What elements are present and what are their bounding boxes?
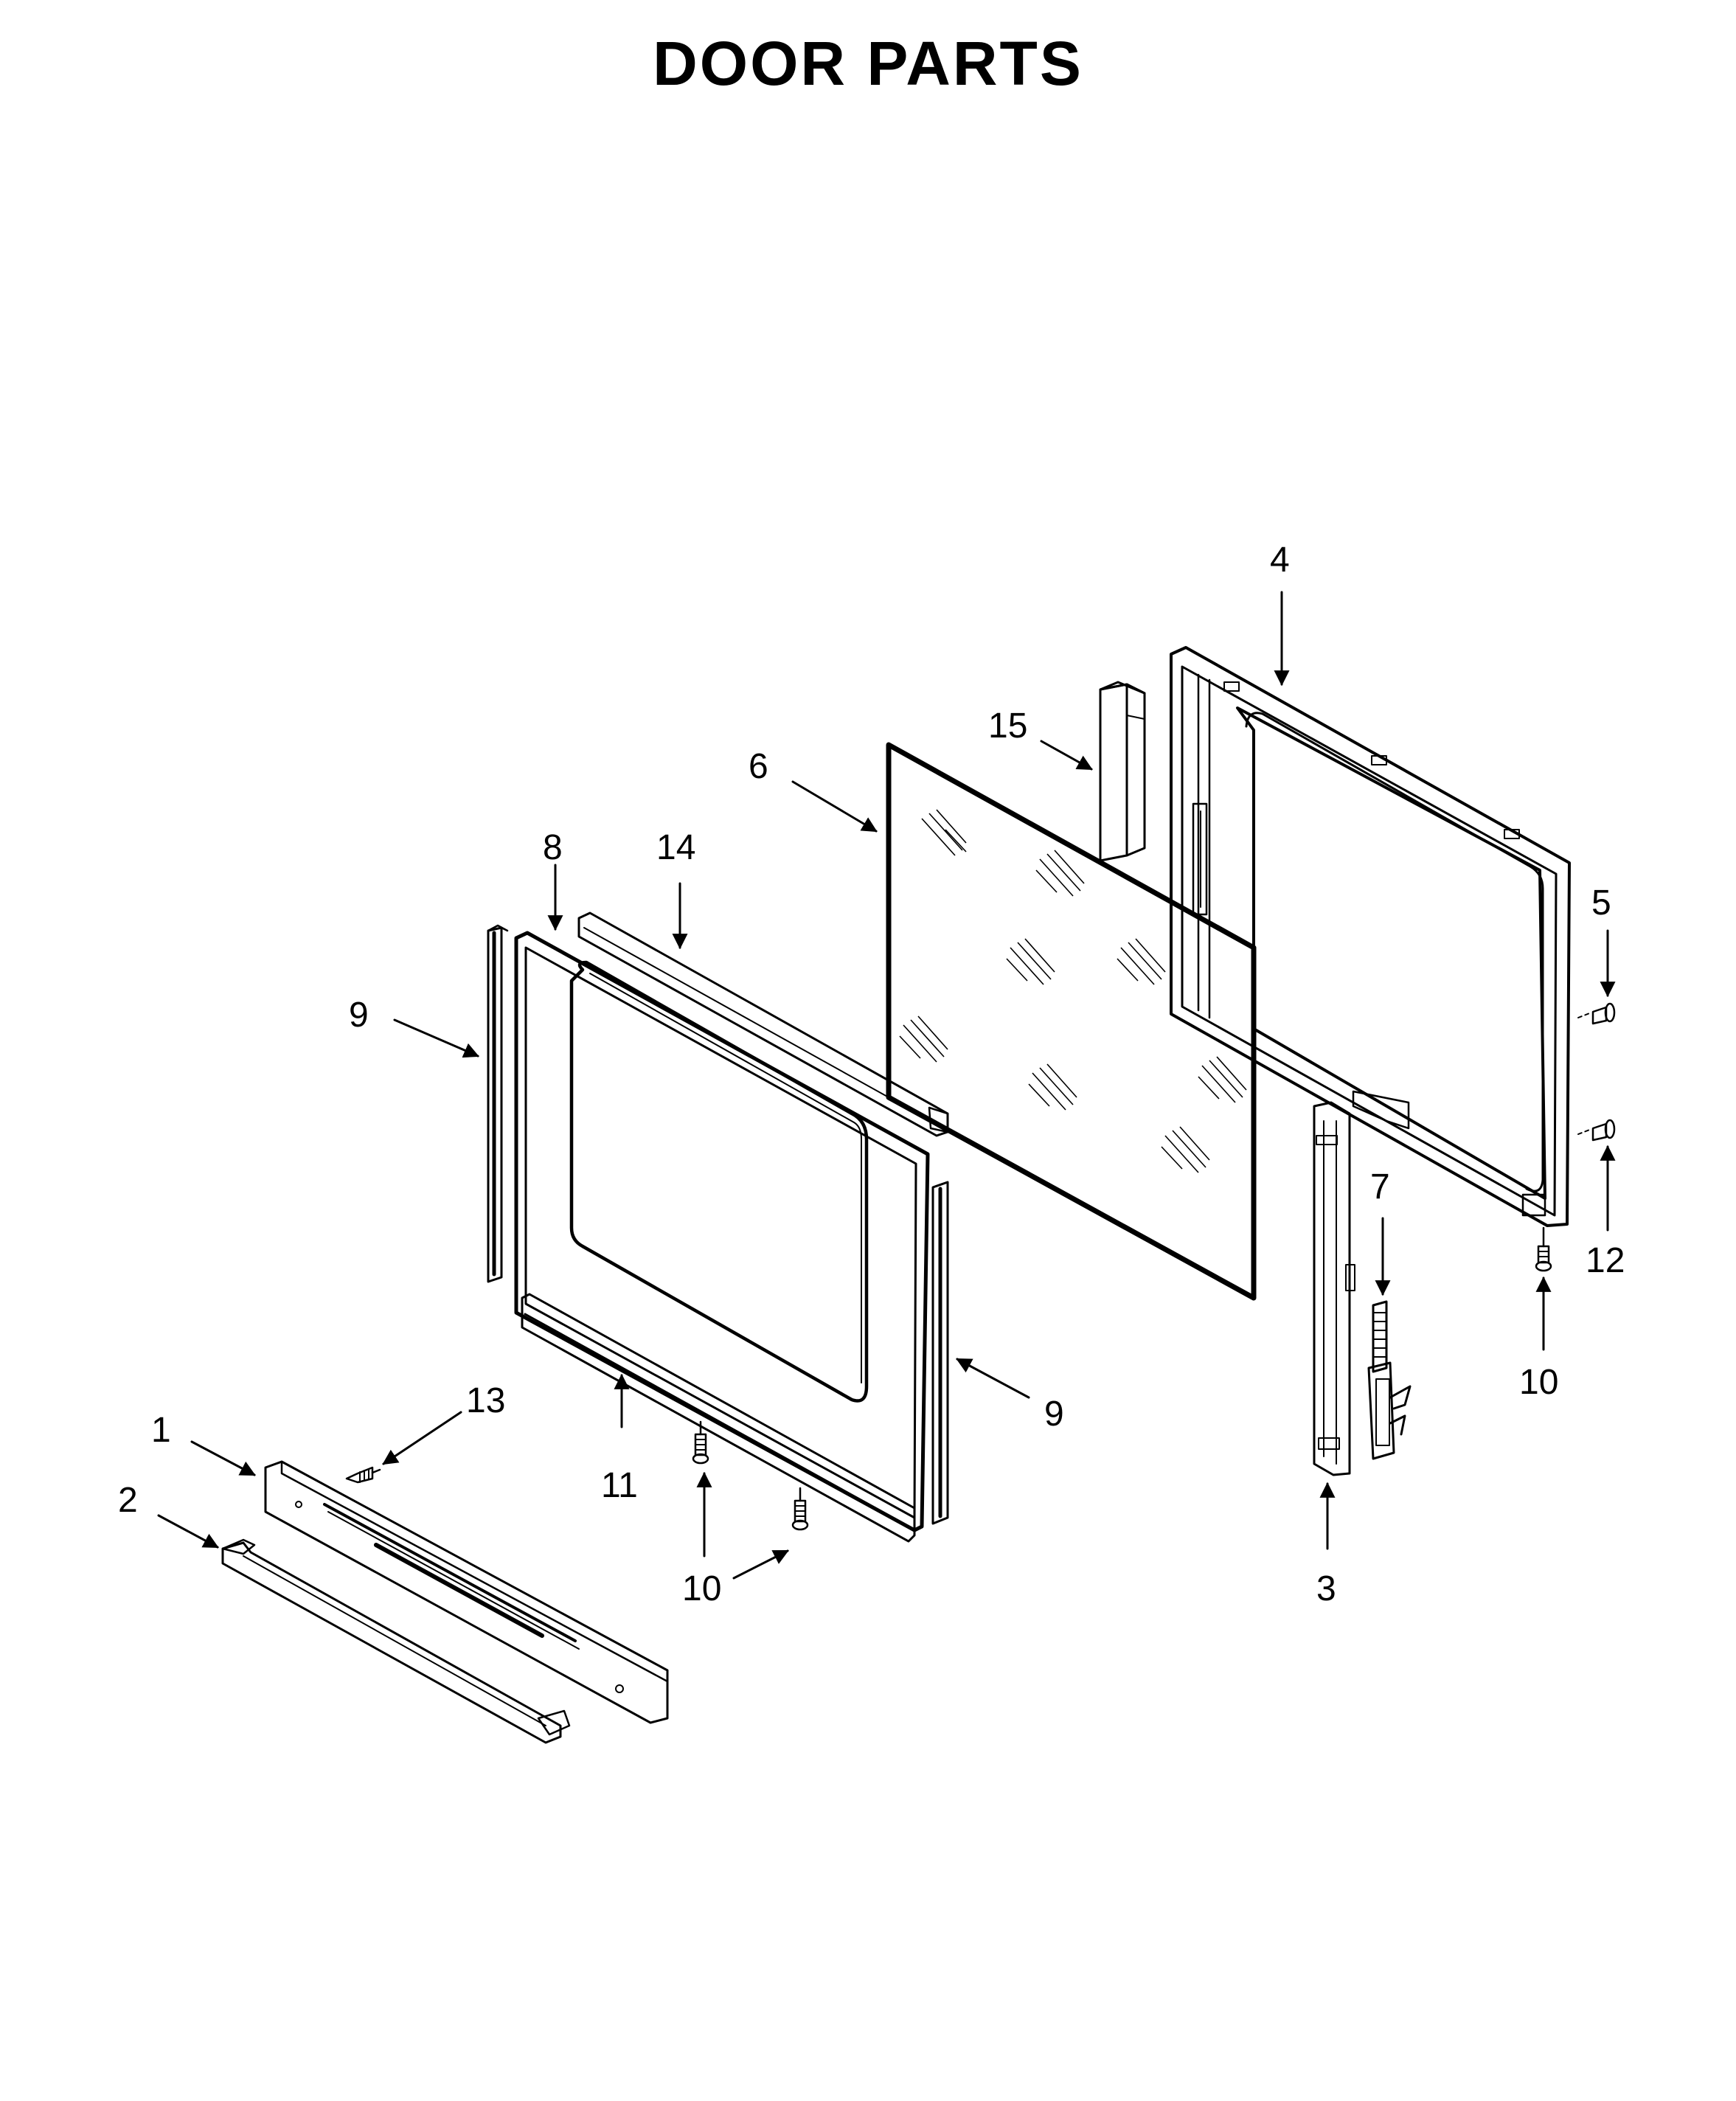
door-handle bbox=[221, 1538, 571, 1744]
screw-10-panel bbox=[1535, 1226, 1552, 1272]
callout-2: 2 bbox=[118, 1481, 138, 1520]
side-trim-left bbox=[487, 924, 509, 1283]
callout-4: 4 bbox=[1270, 541, 1290, 580]
outer-door-panel bbox=[514, 931, 930, 1532]
bottom-trim bbox=[521, 1293, 916, 1543]
callout-3: 3 bbox=[1316, 1569, 1336, 1608]
screw-13 bbox=[345, 1466, 381, 1484]
inner-door-panel bbox=[1170, 646, 1571, 1227]
callout-10-center: 10 bbox=[682, 1569, 721, 1608]
leader-13 bbox=[382, 1411, 462, 1465]
leader-9-right bbox=[956, 1358, 1030, 1399]
callout-1: 1 bbox=[151, 1411, 171, 1450]
side-trim-right bbox=[931, 1181, 949, 1525]
middle-glass bbox=[886, 742, 1257, 1301]
callout-14: 14 bbox=[656, 828, 695, 867]
callout-6: 6 bbox=[749, 747, 768, 786]
insulation-block bbox=[1099, 681, 1146, 862]
callout-12: 12 bbox=[1586, 1241, 1625, 1280]
callout-10-panel: 10 bbox=[1519, 1363, 1558, 1402]
leader-6 bbox=[791, 780, 878, 833]
callout-15: 15 bbox=[988, 706, 1027, 746]
page-title: DOOR PARTS bbox=[653, 29, 1083, 98]
callout-8: 8 bbox=[543, 828, 563, 867]
top-vent-trim bbox=[577, 911, 949, 1137]
leader-2 bbox=[157, 1514, 219, 1549]
leader-10-right bbox=[732, 1549, 789, 1580]
screw-5 bbox=[1577, 1002, 1616, 1025]
screw-10-door-center bbox=[692, 1420, 709, 1465]
handle-trim bbox=[264, 1460, 669, 1724]
leader-lines bbox=[157, 591, 1616, 1580]
leader-15 bbox=[1040, 740, 1093, 771]
callout-5: 5 bbox=[1591, 883, 1611, 923]
callout-9-right: 9 bbox=[1044, 1395, 1064, 1434]
callout-labels: 1 2 3 4 5 6 7 8 9 9 10 10 11 12 13 14 15 bbox=[118, 541, 1625, 1608]
screw-12 bbox=[1577, 1119, 1616, 1142]
callout-9-left: 9 bbox=[349, 996, 369, 1035]
leader-1 bbox=[190, 1440, 256, 1476]
callout-7: 7 bbox=[1370, 1167, 1390, 1206]
screw-10-door-right bbox=[791, 1487, 809, 1531]
leader-9-left bbox=[393, 1018, 479, 1058]
hinge-channel bbox=[1313, 1101, 1355, 1476]
callout-13: 13 bbox=[466, 1381, 505, 1420]
callout-11: 11 bbox=[601, 1466, 638, 1505]
door-hinge bbox=[1367, 1300, 1412, 1460]
